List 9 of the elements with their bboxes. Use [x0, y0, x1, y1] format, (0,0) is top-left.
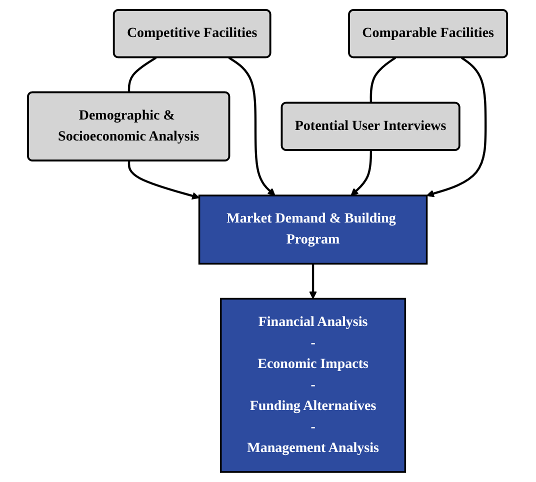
arrow [351, 150, 373, 196]
node-box: Market Demand & Building Program [198, 194, 428, 265]
arrow [228, 56, 276, 196]
arrow [426, 56, 488, 198]
connector [128, 56, 158, 93]
node-box: Financial Analysis - Economic Impacts - Funding Alternatives - Management Analysis [220, 298, 406, 473]
arrow [310, 264, 318, 300]
arrow [128, 160, 200, 200]
connector [370, 56, 397, 104]
